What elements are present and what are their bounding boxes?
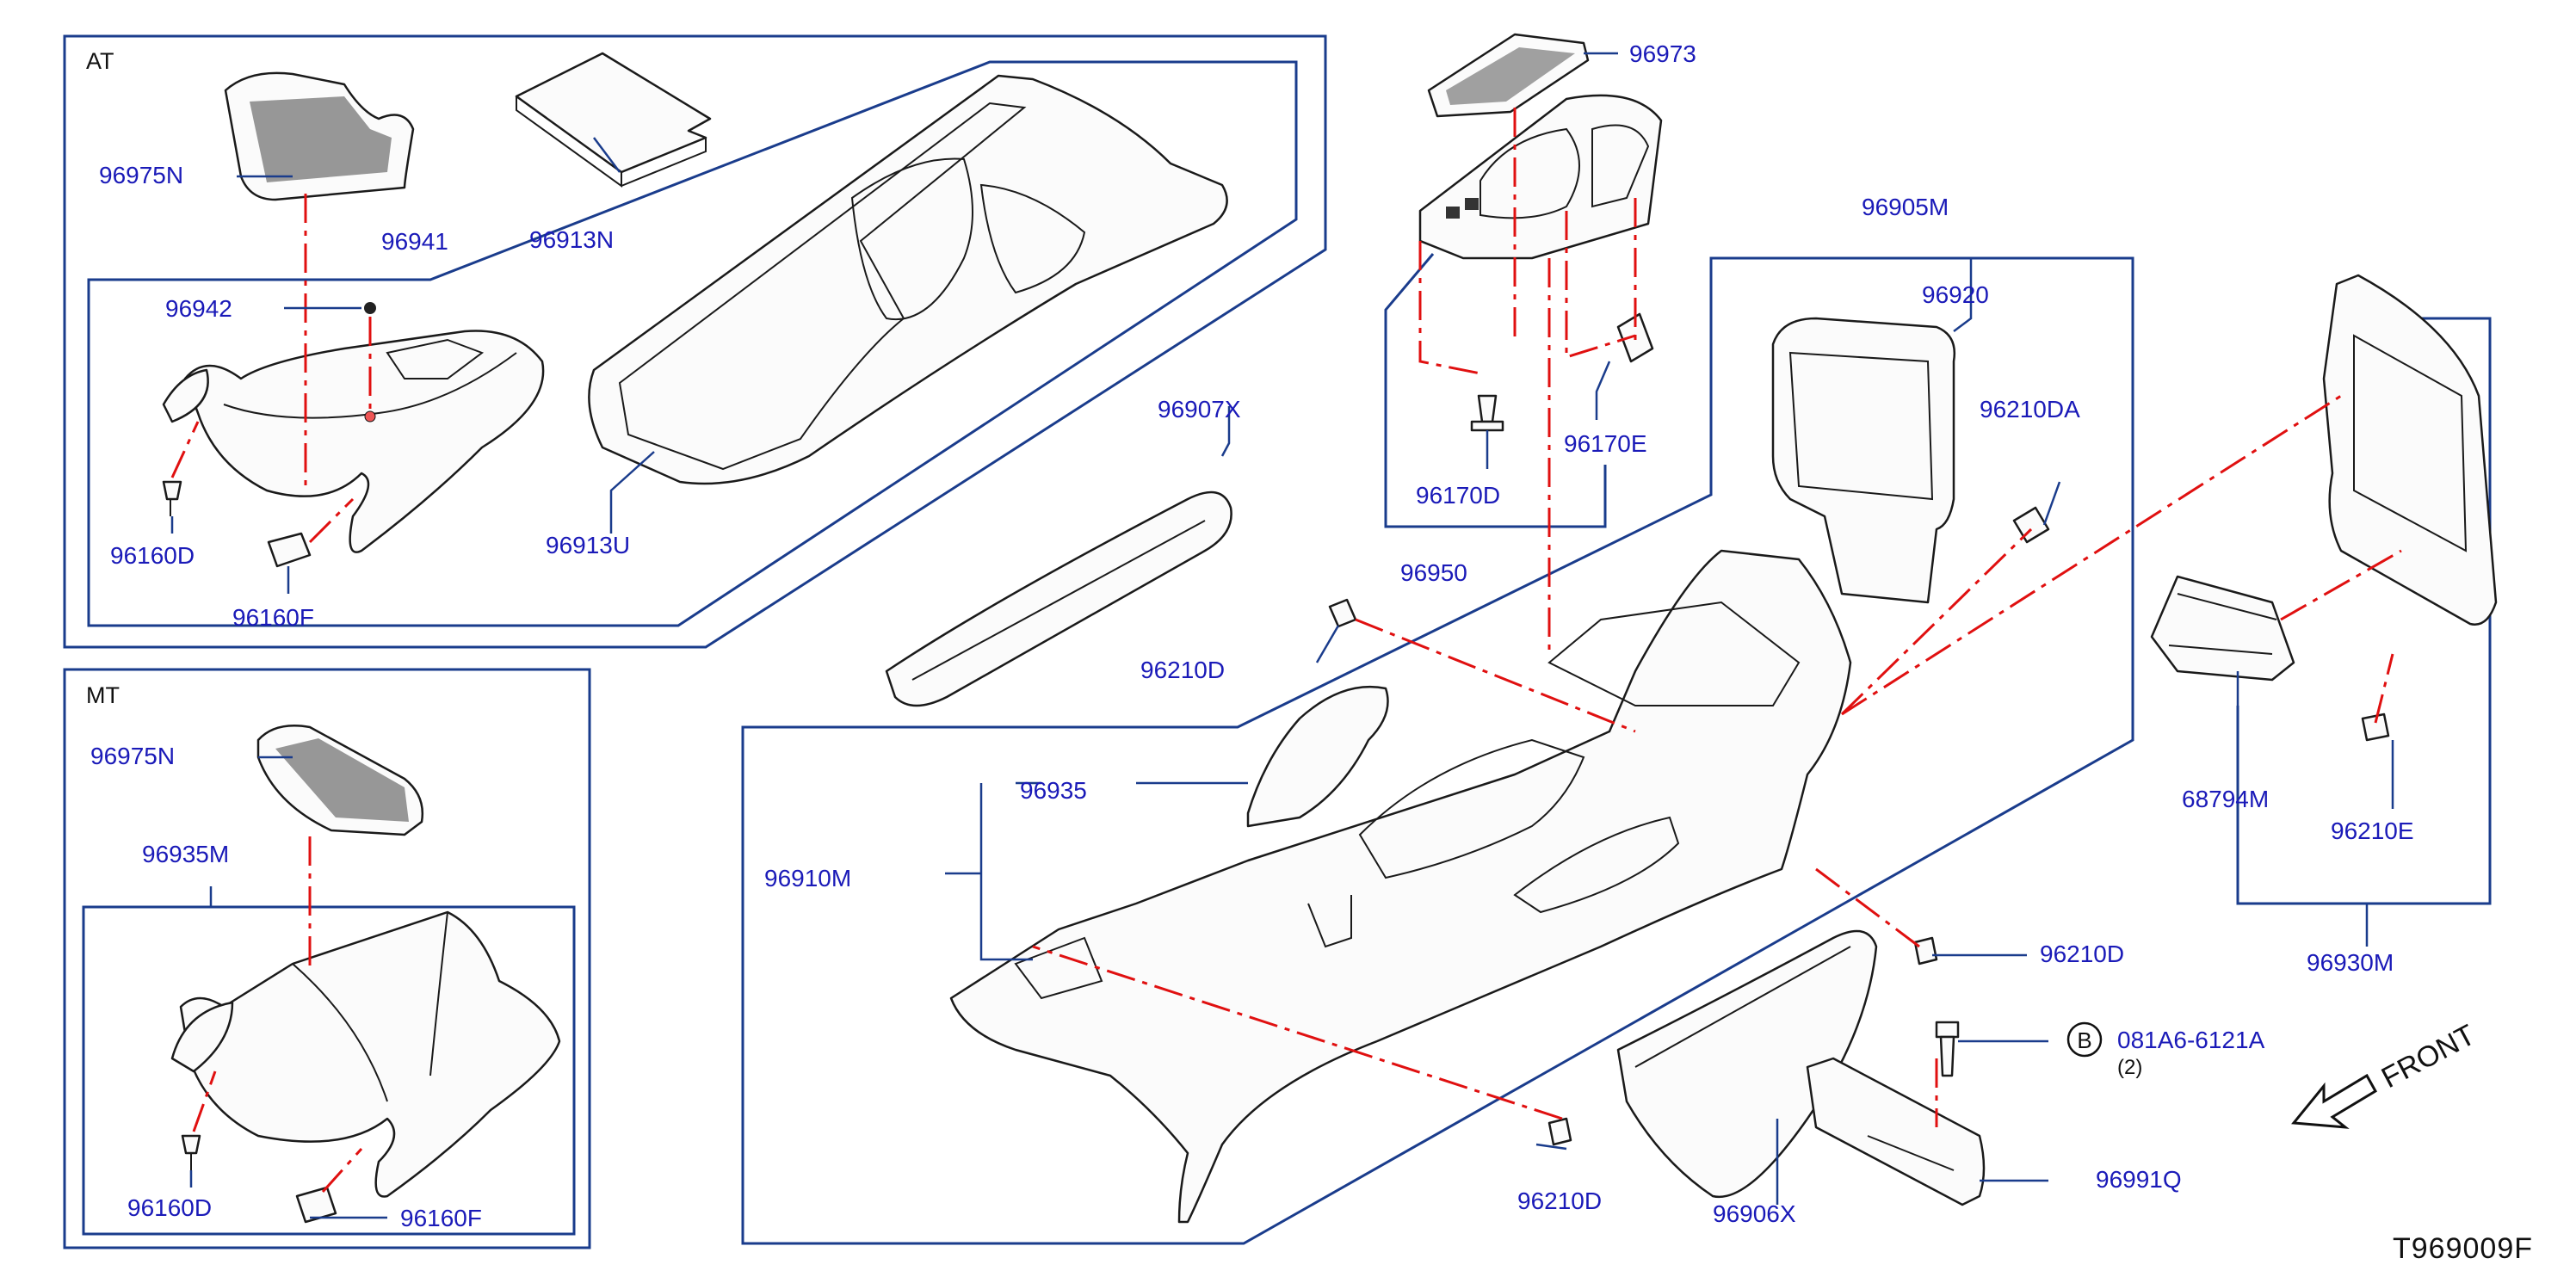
label-96991Q: 96991Q <box>2096 1166 2182 1193</box>
screw-96210D-c <box>1547 1117 1572 1146</box>
label-96935M: 96935M <box>142 841 229 867</box>
label-081A6-6121A: 081A6-6121A <box>2117 1027 2265 1053</box>
bracket-96991Q <box>1806 1057 1986 1206</box>
bolt-marker: B <box>2066 1021 2103 1058</box>
leader-lines <box>170 52 2394 1219</box>
mt-section-frame <box>63 668 591 1249</box>
finisher-96941 <box>162 330 545 553</box>
label-96975N-at: 96975N <box>99 162 183 188</box>
pad-96907X <box>885 490 1232 707</box>
bolt-marker-letter: B <box>2077 1027 2091 1053</box>
label-96210E: 96210E <box>2331 817 2414 844</box>
label-96920: 96920 <box>1922 281 1989 308</box>
label-96210D-b: 96210D <box>2040 941 2124 967</box>
mat-96975N-mt <box>256 725 424 836</box>
finisher-96913U <box>588 74 1228 485</box>
label-96210D-a: 96210D <box>1140 657 1225 683</box>
clip-96160F-at <box>267 532 312 568</box>
labels: 96975N 96913N 96941 96942 96160D 96160F … <box>90 40 2414 1231</box>
finisher-96935M <box>170 910 561 1198</box>
label-96930M: 96930M <box>2307 949 2394 976</box>
label-96907X: 96907X <box>1158 396 1241 423</box>
mat-96975N-at <box>224 71 415 201</box>
label-96210D-c: 96210D <box>1517 1188 1602 1214</box>
screw-96210DA <box>2012 506 2050 544</box>
clip-96160F-mt <box>295 1186 337 1224</box>
label-96160D-at: 96160D <box>110 542 195 569</box>
label-96935: 96935 <box>1020 777 1087 804</box>
front-arrow-icon <box>2291 1073 2378 1129</box>
screw-96170D <box>1470 394 1504 432</box>
label-96913U: 96913U <box>546 532 630 558</box>
assembly-lines <box>170 108 2402 1194</box>
clip-96942 <box>364 302 376 314</box>
label-96941: 96941 <box>381 228 448 255</box>
at-section-frame <box>63 34 1327 649</box>
front-label: FRONT <box>2376 1019 2480 1095</box>
label-96910M: 96910M <box>764 865 851 891</box>
label-68794M: 68794M <box>2182 786 2269 812</box>
screw-96160D-at <box>162 480 182 516</box>
label-96210DA: 96210DA <box>1980 396 2080 423</box>
label-96905M: 96905M <box>1862 194 1949 220</box>
console-96910M <box>949 549 1852 1224</box>
label-96160D-mt: 96160D <box>127 1194 212 1221</box>
label-081A6-qty: (2) <box>2117 1056 2142 1079</box>
mat-96973 <box>1427 33 1590 118</box>
lid-96913N <box>515 52 712 188</box>
main-console-frame <box>741 256 2134 1245</box>
bezel-96935 <box>1246 685 1389 828</box>
bolt-081A6 <box>1935 1021 1960 1077</box>
mt-section-label: MT <box>86 682 120 708</box>
label-96170D: 96170D <box>1416 482 1500 509</box>
front-indicator: FRONT <box>2291 1019 2480 1129</box>
drawing-code: T969009F <box>2393 1232 2533 1265</box>
label-96913N: 96913N <box>529 226 614 253</box>
panel-96906X <box>1616 929 1878 1199</box>
cupholder-96950 <box>1418 94 1663 260</box>
label-96975N-mt: 96975N <box>90 743 175 769</box>
label-96160F-mt: 96160F <box>400 1205 482 1231</box>
label-96170E: 96170E <box>1564 430 1647 457</box>
screw-96210D-a <box>1328 598 1357 628</box>
bracket-96930M <box>2236 317 2492 905</box>
label-96950: 96950 <box>1400 559 1467 586</box>
at-section-label: AT <box>86 48 114 74</box>
label-96906X: 96906X <box>1713 1200 1796 1227</box>
label-96942: 96942 <box>165 295 232 322</box>
label-96973: 96973 <box>1629 40 1696 67</box>
screw-96160D-mt <box>181 1134 201 1170</box>
vent-68794M <box>2150 575 2295 682</box>
panel-96920 <box>1771 317 1956 604</box>
bracket-96950 <box>1384 253 1607 528</box>
screw-96210D-b <box>1913 936 1938 965</box>
panel-96930M <box>2322 274 2498 626</box>
label-96160F-at: 96160F <box>232 604 314 631</box>
